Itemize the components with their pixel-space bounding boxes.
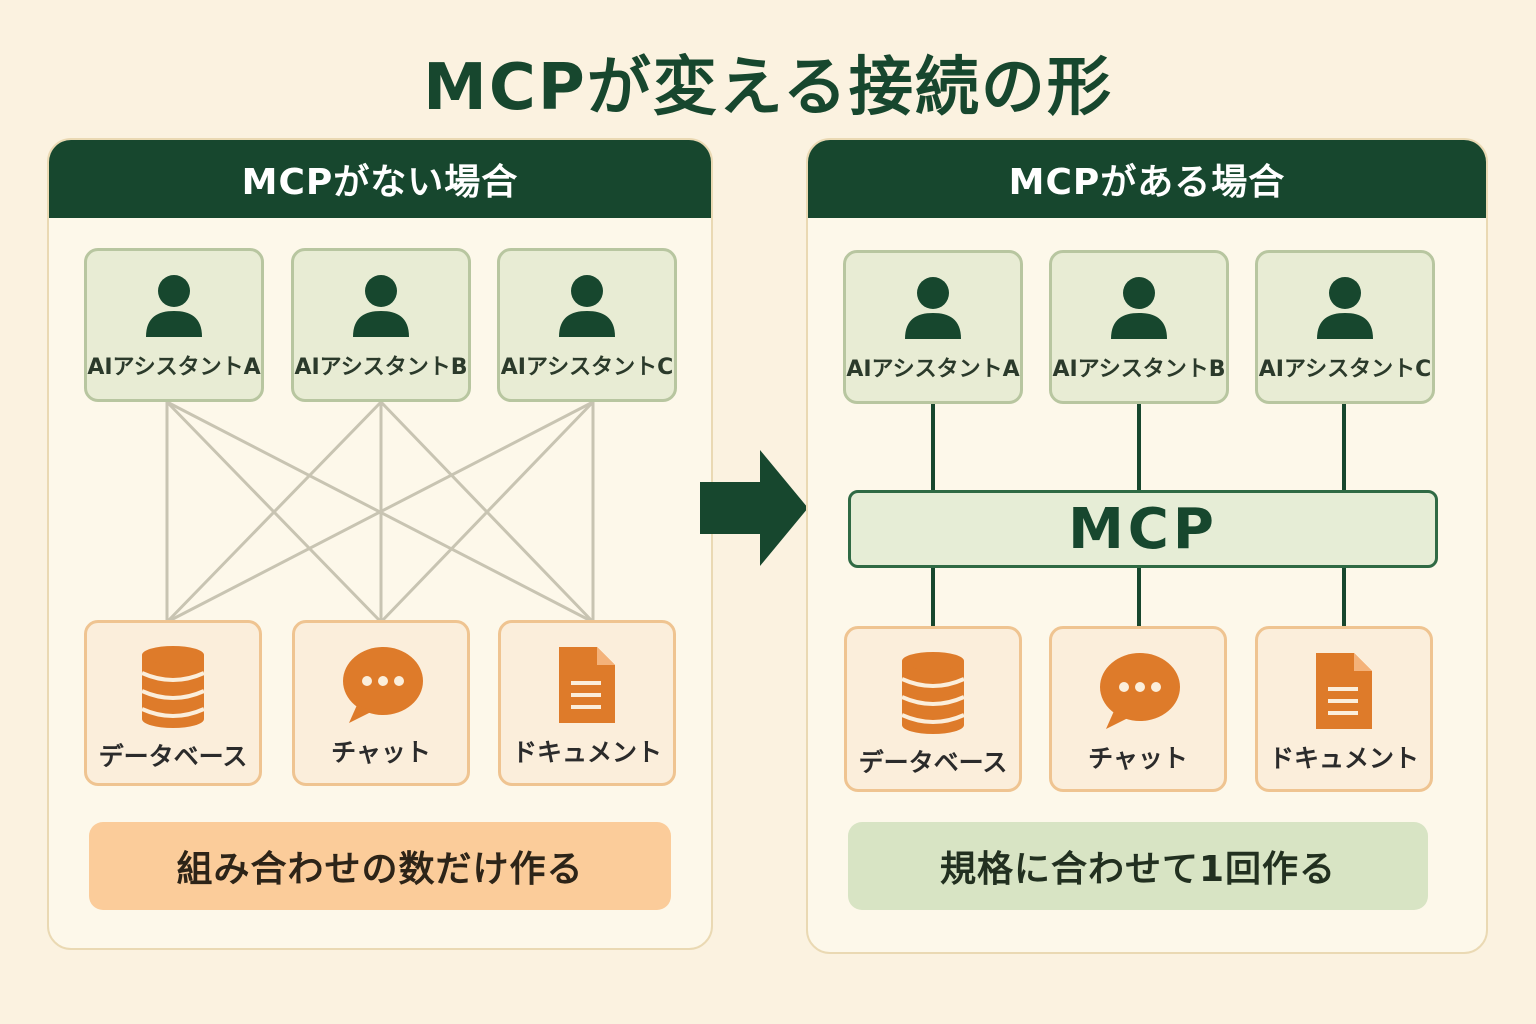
data-source-label: ドキュメント: [511, 738, 662, 767]
data-source-box: ドキュメント: [498, 620, 676, 786]
ai-assistant-box: AIアシスタントC: [497, 248, 677, 402]
ai-assistant-label: AIアシスタントB: [1052, 357, 1226, 382]
database-icon: [901, 652, 965, 734]
chat-bubble-icon: [343, 647, 423, 723]
data-source-box: データベース: [84, 620, 262, 786]
ai-assistant-box: AIアシスタントB: [1049, 250, 1229, 404]
ai-assistant-label: AIアシスタントB: [294, 355, 468, 380]
connection-line: [379, 400, 595, 624]
panel-without-mcp: MCPがない場合 AIアシスタントA: [47, 138, 713, 950]
person-icon: [353, 275, 409, 337]
data-source-box: ドキュメント: [1255, 626, 1433, 792]
ai-assistant-label: AIアシスタントC: [1258, 357, 1432, 382]
caption-with-mcp: 規格に合わせて1回作る: [848, 822, 1428, 910]
panel-with-mcp: MCPがある場合 AIアシスタントA AIアシスタントB: [806, 138, 1488, 954]
data-source-label: データベース: [98, 742, 248, 771]
document-icon: [559, 647, 615, 723]
hub-connections: [931, 404, 1346, 628]
person-icon: [905, 277, 961, 339]
data-source-box: チャット: [1049, 626, 1227, 792]
connection-line: [166, 400, 594, 624]
ai-assistant-label: AIアシスタントA: [846, 357, 1020, 382]
data-source-box: データベース: [844, 626, 1022, 792]
person-icon: [1317, 277, 1373, 339]
person-icon: [146, 275, 202, 337]
ai-assistant-box: AIアシスタントC: [1255, 250, 1435, 404]
ai-assistant-label: AIアシスタントC: [500, 355, 674, 380]
data-source-label: チャット: [331, 738, 431, 767]
panel-header-with-mcp: MCPがある場合: [808, 140, 1486, 218]
page-title: MCPが変える接続の形: [423, 51, 1113, 125]
person-icon: [1111, 277, 1167, 339]
ai-assistant-box: AIアシスタントA: [84, 248, 264, 402]
ai-assistant-box: AIアシスタントB: [291, 248, 471, 402]
right-arrow-icon: [700, 450, 808, 566]
data-source-label: ドキュメント: [1268, 744, 1419, 773]
caption-without-mcp: 組み合わせの数だけ作る: [89, 822, 671, 910]
ai-assistant-label: AIアシスタントA: [87, 355, 261, 380]
mcp-hub: MCP: [848, 490, 1438, 568]
document-icon: [1316, 653, 1372, 729]
data-source-box: チャット: [292, 620, 470, 786]
data-source-label: データベース: [858, 748, 1008, 777]
data-source-label: チャット: [1088, 744, 1188, 773]
chat-bubble-icon: [1100, 653, 1180, 729]
many-to-many-connections: [165, 400, 595, 624]
database-icon: [141, 646, 205, 728]
ai-assistant-box: AIアシスタントA: [843, 250, 1023, 404]
connection-line: [165, 400, 383, 624]
person-icon: [559, 275, 615, 337]
panel-header-without-mcp: MCPがない場合: [49, 140, 711, 218]
